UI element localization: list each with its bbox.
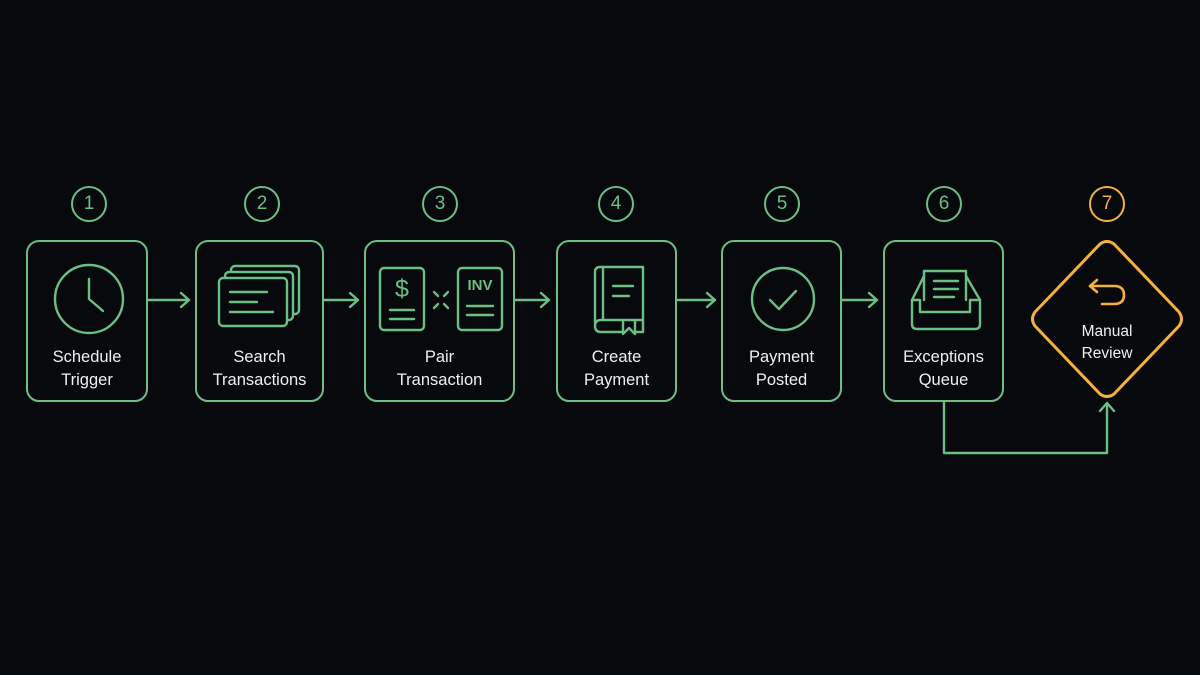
label-line: Pair	[424, 348, 455, 366]
label-line: Payment	[748, 348, 815, 366]
label-line: Posted	[755, 371, 808, 389]
arrow-3-to-4	[513, 291, 551, 309]
step-number-3: 3	[422, 186, 458, 222]
invoice-glyph: INV	[467, 277, 492, 294]
label-line: Review	[1081, 345, 1133, 362]
step-manual-review: Manual Review	[1030, 240, 1184, 398]
label-line: Payment	[583, 371, 650, 389]
check-circle-icon	[750, 266, 816, 332]
step-label: Create Payment	[558, 346, 675, 392]
step-payment-posted: Payment Posted	[721, 240, 842, 402]
return-arrow-icon	[1088, 278, 1126, 306]
label-line: Transactions	[212, 371, 307, 389]
step-number-6: 6	[926, 186, 962, 222]
step-create-payment: Create Payment	[556, 240, 677, 402]
step-number-5: 5	[764, 186, 800, 222]
receipt-invoice-pair-icon: $ INV	[378, 266, 504, 332]
label-line: Queue	[918, 371, 969, 389]
arrow-4-to-5	[675, 291, 717, 309]
step-label: Exceptions Queue	[885, 346, 1002, 392]
step-number-2: 2	[244, 186, 280, 222]
arrow-5-to-6	[840, 291, 879, 309]
arrow-6-to-7	[942, 401, 1116, 455]
decision-diamond	[1031, 240, 1183, 398]
label-line: Transaction	[396, 371, 483, 389]
arrow-1-to-2	[146, 291, 191, 309]
label-line: Exceptions	[903, 348, 984, 366]
step-label: Schedule Trigger	[28, 346, 146, 392]
step-label: Search Transactions	[197, 346, 322, 392]
clock-icon	[53, 263, 125, 335]
step-pair-transaction: $ INV Pair Transaction	[364, 240, 515, 402]
label-line: Schedule	[52, 348, 122, 366]
stacked-cards-icon	[217, 264, 301, 328]
step-number-4: 4	[598, 186, 634, 222]
step-label: Payment Posted	[723, 346, 840, 392]
label-line: Search	[233, 348, 286, 366]
label-line: Create	[591, 348, 642, 366]
step-number-7: 7	[1089, 186, 1125, 222]
arrow-2-to-3	[322, 291, 360, 309]
ledger-book-icon	[593, 265, 645, 336]
step-exceptions-queue: Exceptions Queue	[883, 240, 1004, 402]
step-label: Manual Review	[1030, 321, 1184, 365]
step-label: Pair Transaction	[366, 346, 513, 392]
label-line: Trigger	[61, 371, 113, 389]
step-schedule-trigger: Schedule Trigger	[26, 240, 148, 402]
step-number-1: 1	[71, 186, 107, 222]
dollar-glyph: $	[395, 275, 409, 303]
label-line: Manual	[1081, 323, 1133, 340]
step-search-transactions: Search Transactions	[195, 240, 324, 402]
inbox-tray-icon	[910, 269, 982, 331]
